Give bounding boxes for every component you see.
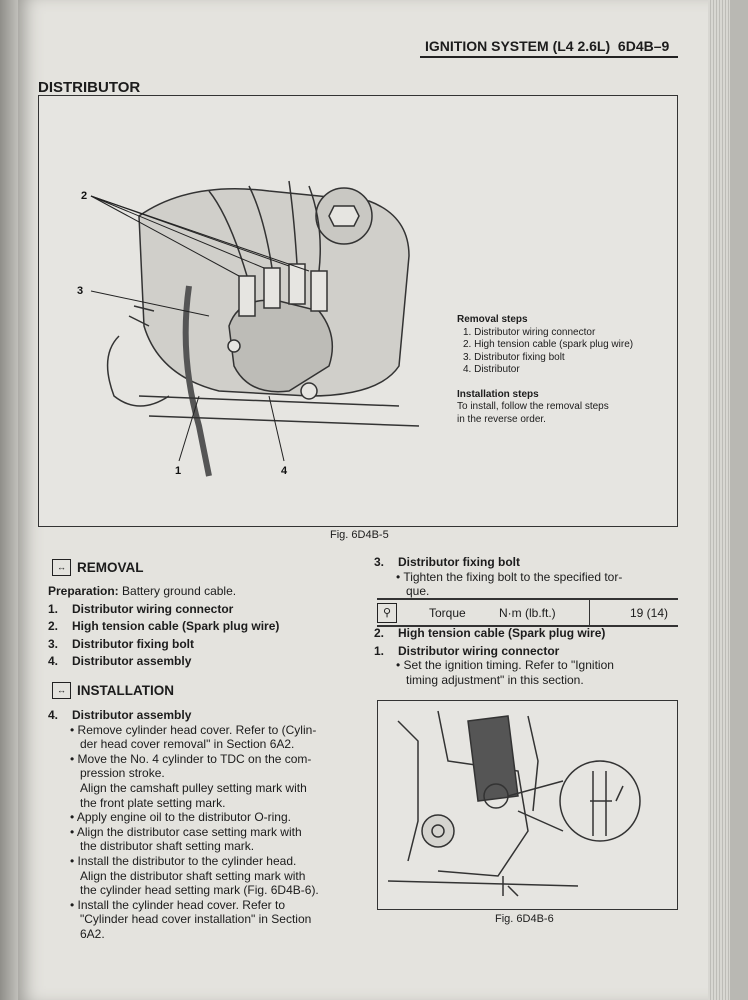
callout-4: 4 [281, 465, 288, 477]
bullet-text: • Apply engine oil to the distributor O-… [70, 810, 291, 825]
bullet-text: timing adjustment" in this section. [406, 672, 584, 687]
installation-text: in the reverse order. [457, 413, 546, 425]
distributor-illustration: 2 3 1 4 [77, 180, 420, 477]
torque-label: Torque [429, 605, 466, 620]
figure-legend: Removal steps 1. Distributor wiring conn… [457, 314, 633, 426]
callout-1: 1 [175, 465, 181, 477]
installation-steps-heading: Installation steps [457, 388, 539, 400]
callout-2: 2 [81, 190, 87, 202]
removal-step: 4. Distributor [463, 364, 520, 375]
figure-caption: Fig. 6D4B-5 [330, 529, 389, 541]
bullet-text: • Set the ignition timing. Refer to "Ign… [396, 658, 614, 673]
continuation-text: Align the distributor shaft setting mark… [80, 868, 306, 883]
torque-value: 19 (14) [630, 605, 669, 620]
continuation-text: pression stroke. [80, 766, 165, 781]
bullet-text: • Move the No. 4 cylinder to TDC on the … [70, 751, 312, 766]
torque-unit: N·m (lb.ft.) [499, 605, 556, 620]
figure-setting-marks [377, 700, 678, 910]
bullet-text: • Install the distributor to the cylinde… [70, 853, 297, 868]
page-stack-edge [708, 0, 730, 1000]
list-item: 2.High tension cable (Spark plug wire) [374, 626, 606, 640]
binding-edge [0, 0, 20, 1000]
removal-heading-text: REMOVAL [77, 560, 144, 575]
continuation-text: "Cylinder head cover installation" in Se… [80, 912, 312, 927]
list-item: 3.Distributor fixing bolt [48, 636, 194, 651]
installation-heading: ↔ INSTALLATION [52, 682, 174, 699]
header-rule [420, 56, 678, 58]
bullet-text: • Remove cylinder head cover. Refer to (… [70, 722, 317, 737]
removal-heading: ↔ REMOVAL [52, 559, 144, 576]
figure-caption: Fig. 6D4B-6 [495, 913, 554, 925]
removal-arrows-icon: ↔ [52, 559, 71, 576]
bullet-text: • Tighten the fixing bolt to the specifi… [396, 569, 623, 584]
continuation-text: the front plate setting mark. [80, 795, 226, 810]
list-item: 1.Distributor wiring connector [48, 601, 234, 616]
preparation-label: Preparation: [48, 584, 119, 598]
continuation-text: the cylinder head setting mark (Fig. 6D4… [80, 883, 319, 898]
bullet-text: • Install the cylinder head cover. Refer… [70, 897, 285, 912]
preparation: Preparation: Battery ground cable. [48, 584, 368, 599]
list-item: 1.Distributor wiring connector [374, 643, 560, 658]
torque-spec-table: ⚲ Torque N·m (lb.ft.) 19 (14) [377, 598, 678, 627]
list-item: 3.Distributor fixing bolt [374, 555, 520, 569]
removal-step: 3. Distributor fixing bolt [463, 351, 565, 363]
removal-steps-heading: Removal steps [457, 314, 528, 325]
callout-3: 3 [77, 285, 83, 297]
header-title: IGNITION SYSTEM (L4 2.6L) [425, 38, 611, 54]
continuation-text: 6A2. [80, 926, 105, 941]
right-column: 3.Distributor fixing bolt • Tighten the … [374, 555, 679, 599]
continuation-text: the distributor shaft setting mark. [80, 839, 255, 854]
section-title: DISTRIBUTOR [38, 79, 141, 96]
removal-step: 1. Distributor wiring connector [463, 326, 596, 338]
right-column-lower: 2.High tension cable (Spark plug wire) 1… [374, 626, 679, 687]
figure-distributor: 2 3 1 4 [38, 95, 678, 527]
installation-text: To install, follow the removal steps [457, 401, 609, 412]
installation-arrows-icon: ↔ [52, 682, 71, 699]
list-item: 2.High tension cable (Spark plug wire) [48, 619, 280, 634]
preparation-text: Battery ground cable. [122, 584, 237, 598]
setting-mark-illustration [387, 710, 641, 897]
page-number: 6D4B–9 [617, 38, 670, 54]
list-item: 4.Distributor assembly [48, 654, 192, 669]
installation-heading-text: INSTALLATION [77, 683, 174, 698]
torque-wrench-icon: ⚲ [377, 602, 397, 623]
continuation-text: Align the camshaft pulley setting mark w… [80, 780, 307, 795]
page-header: IGNITION SYSTEM (L4 2.6L) 6D4B–9 [425, 38, 669, 54]
continuation-text: der head cover removal" in Section 6A2. [80, 737, 295, 752]
bullet-text: que. [406, 584, 430, 599]
installation-list: 4.Distributor assembly • Remove cylinder… [48, 708, 358, 942]
bullet-text: • Align the distributor case setting mar… [70, 824, 302, 839]
removal-step: 2. High tension cable (spark plug wire) [463, 339, 634, 350]
removal-list: Preparation: Battery ground cable. 1.Dis… [48, 584, 368, 669]
list-item: 4.Distributor assembly [48, 708, 192, 722]
